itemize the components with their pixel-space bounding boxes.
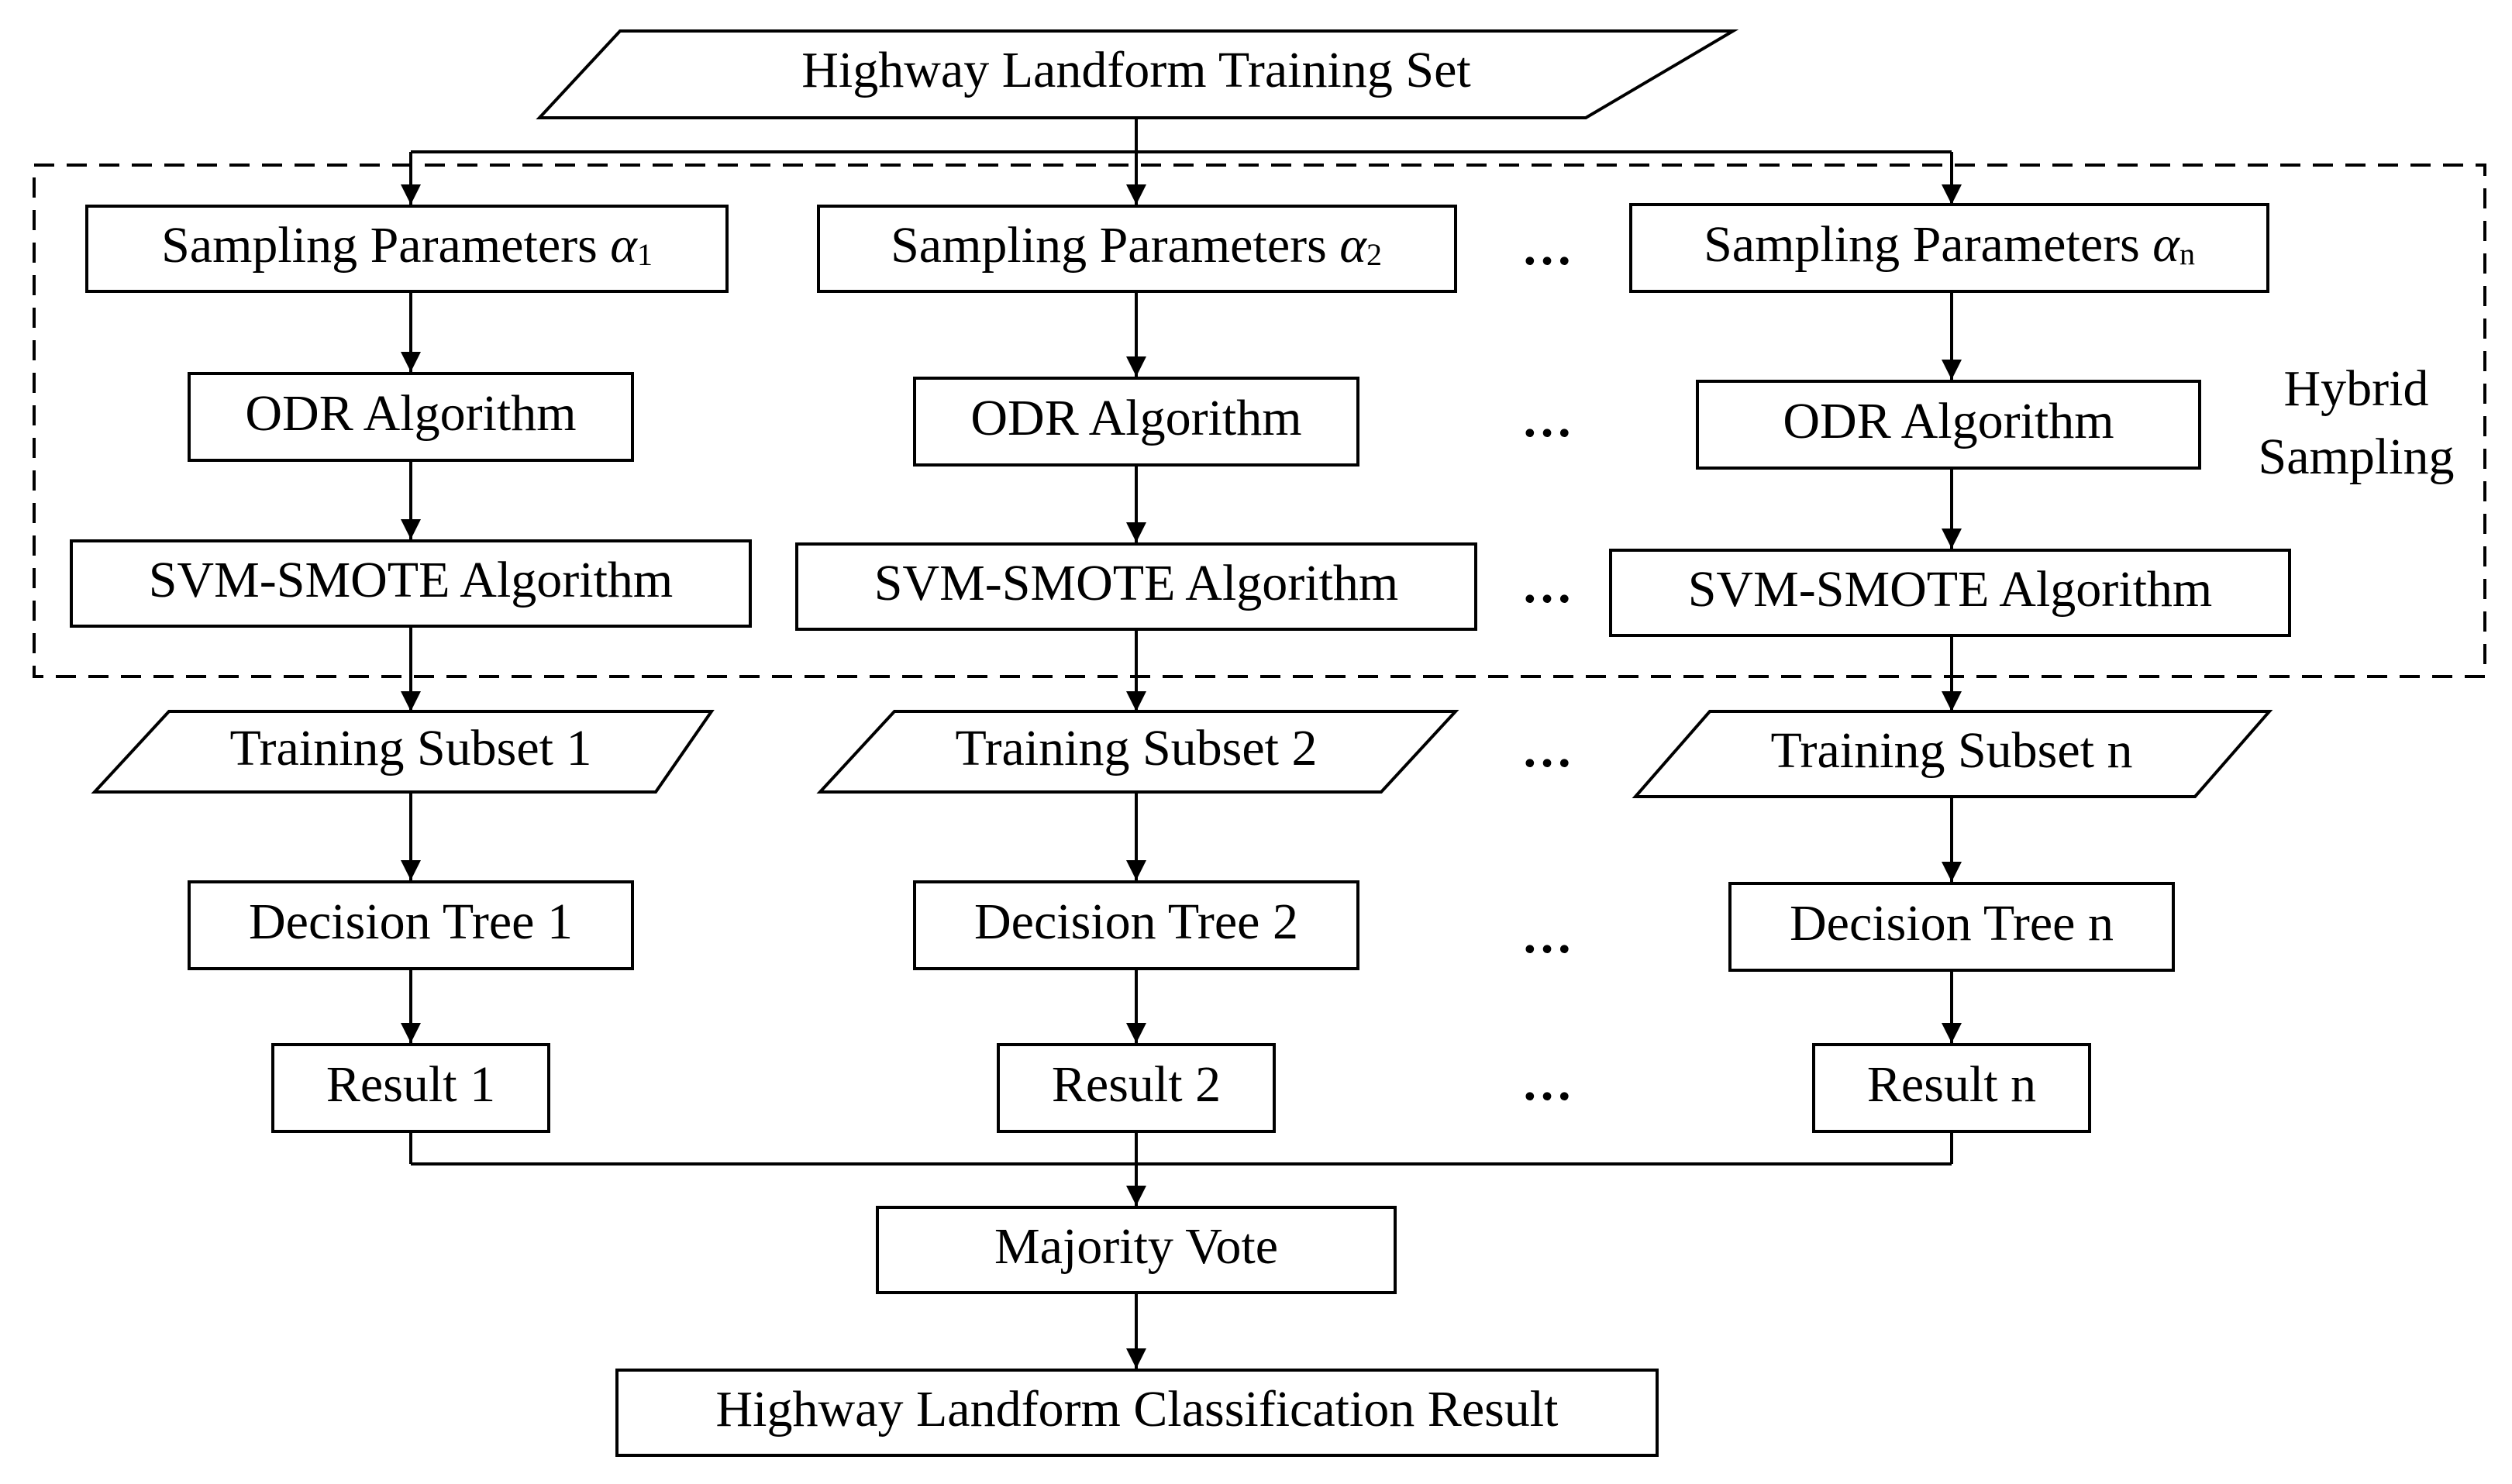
svm-box-1	[70, 539, 752, 628]
classification-result-label: Highway Landform Classification Result	[716, 1381, 1559, 1438]
sampling-params-prefix-n: Sampling Parameters	[1704, 216, 2152, 273]
sampling-params-label-2: Sampling Parameters α2	[891, 217, 1382, 274]
hybrid-label-line-1: Hybrid	[2284, 360, 2429, 417]
svm-box-n	[1609, 549, 2291, 637]
sampling-params-box-1	[85, 205, 729, 293]
sampling-params-prefix-1: Sampling Parameters	[161, 217, 610, 274]
svm-label-2: SVM-SMOTE Algorithm	[874, 555, 1399, 611]
ellipsis-svm: …	[1521, 557, 1573, 614]
training-subset-2	[816, 710, 1459, 794]
alpha-subscript-2: 2	[1366, 237, 1382, 272]
alpha-symbol-2: α	[1339, 217, 1367, 274]
ellipsis-odr: …	[1521, 391, 1573, 448]
training-subset-label-2: Training Subset 2	[956, 720, 1318, 776]
odr-box-n	[1696, 380, 2201, 470]
odr-box-1	[188, 372, 634, 462]
training-subset-label-n: Training Subset n	[1771, 722, 2133, 779]
training-subset-1	[91, 710, 715, 794]
odr-label-1: ODR Algorithm	[245, 385, 576, 442]
odr-label-2: ODR Algorithm	[970, 390, 1301, 446]
alpha-subscript-n: n	[2179, 236, 2195, 271]
alpha-subscript-1: 1	[637, 237, 653, 272]
training-subset-label-1: Training Subset 1	[230, 720, 592, 776]
sampling-params-box-n	[1629, 203, 2269, 293]
result-box-n	[1812, 1043, 2091, 1133]
hybrid-sampling-region	[33, 164, 2486, 678]
decision-tree-label-n: Decision Tree n	[1790, 895, 2114, 952]
training-set-input	[536, 29, 1739, 119]
svm-label-1: SVM-SMOTE Algorithm	[149, 552, 674, 608]
classification-result-box	[615, 1369, 1659, 1457]
ellipsis-params: …	[1521, 219, 1573, 276]
training-subset-n	[1632, 710, 2273, 798]
odr-box-2	[913, 377, 1359, 467]
sampling-params-label-1: Sampling Parameters α1	[161, 217, 653, 274]
result-label-2: Result 2	[1052, 1056, 1221, 1113]
sampling-params-label-n: Sampling Parameters αn	[1704, 216, 2195, 273]
svm-label-n: SVM-SMOTE Algorithm	[1688, 561, 2213, 618]
training-set-label: Highway Landform Training Set	[801, 42, 1470, 98]
ellipsis-subset: …	[1521, 721, 1573, 778]
result-label-n: Result n	[1867, 1056, 2036, 1113]
sampling-params-prefix-2: Sampling Parameters	[891, 217, 1339, 274]
majority-vote-label: Majority Vote	[994, 1218, 1278, 1275]
odr-label-n: ODR Algorithm	[1783, 393, 2114, 449]
decision-tree-label-2: Decision Tree 2	[974, 893, 1298, 950]
decision-tree-box-n	[1728, 882, 2175, 972]
majority-vote-box	[876, 1206, 1397, 1294]
result-box-1	[271, 1043, 550, 1133]
result-box-2	[997, 1043, 1276, 1133]
ellipsis-tree: …	[1521, 907, 1573, 964]
decision-tree-label-1: Decision Tree 1	[249, 893, 573, 950]
alpha-symbol-n: α	[2152, 216, 2180, 273]
svm-box-2	[795, 542, 1477, 631]
alpha-symbol-1: α	[610, 217, 638, 274]
hybrid-label-line-2: Sampling	[2258, 429, 2454, 485]
result-label-1: Result 1	[326, 1056, 495, 1113]
decision-tree-box-2	[913, 880, 1359, 970]
ellipsis-result: …	[1521, 1055, 1573, 1111]
decision-tree-box-1	[188, 880, 634, 970]
sampling-params-box-2	[817, 205, 1457, 293]
